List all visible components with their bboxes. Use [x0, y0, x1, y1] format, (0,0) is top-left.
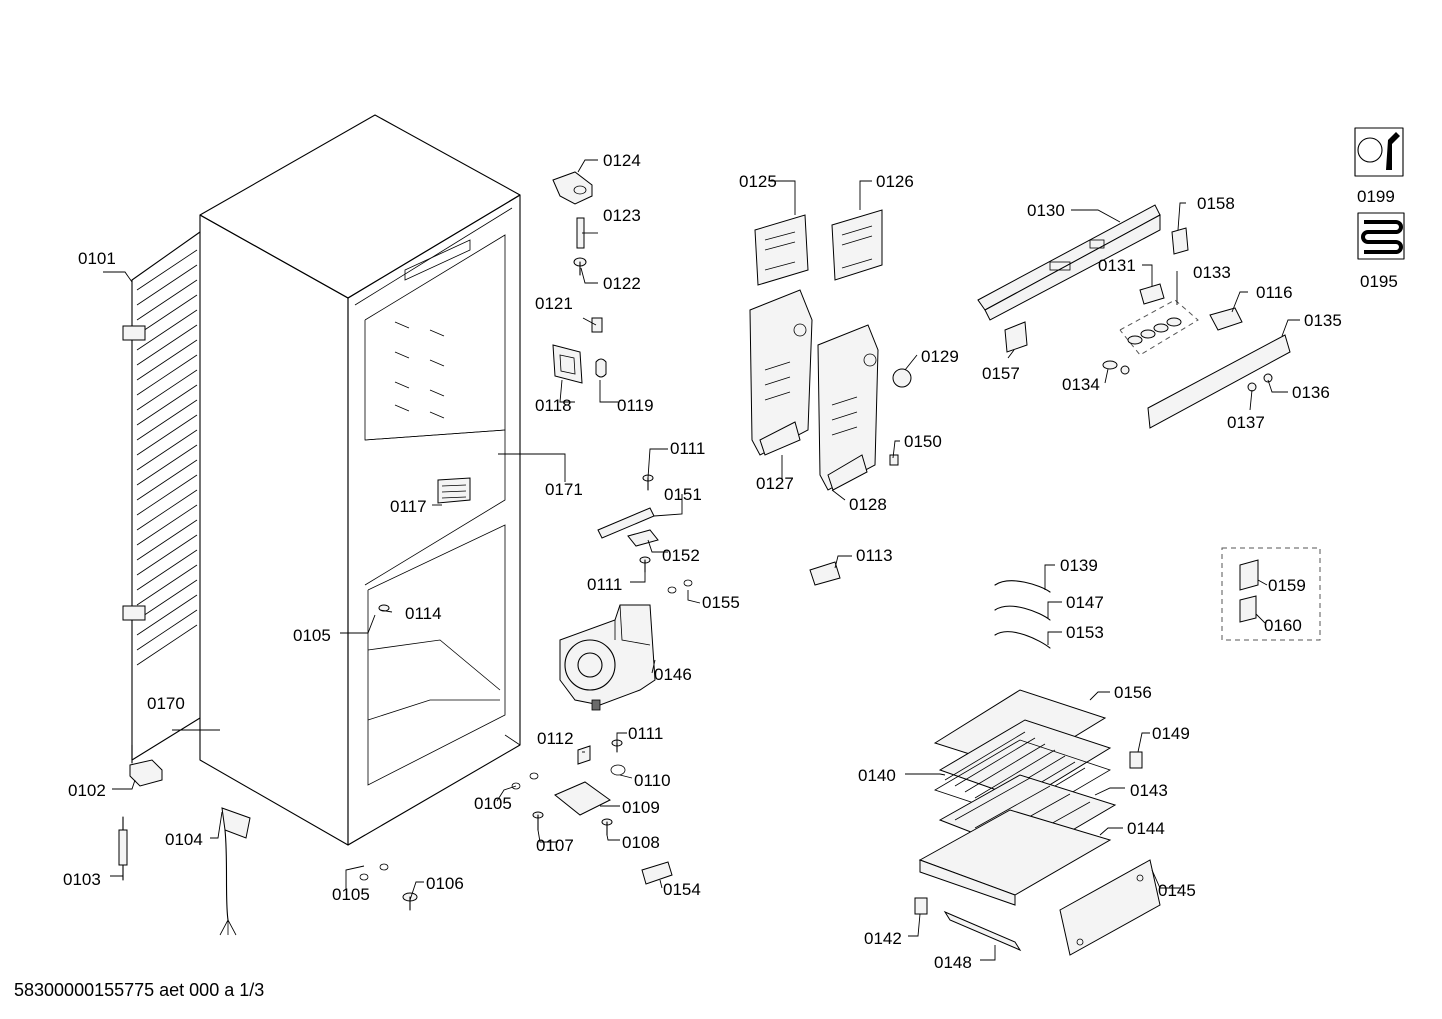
part-label-0101: 0101	[78, 249, 116, 268]
part-label-0144: 0144	[1127, 819, 1165, 838]
switch-part-0113	[809, 561, 841, 586]
part-label-0114: 0114	[405, 604, 442, 623]
condenser-coil	[122, 231, 201, 761]
part-label-0157: 0157	[982, 364, 1020, 383]
part-label-0108: 0108	[622, 833, 660, 852]
evaporator-assembly	[918, 689, 1161, 956]
part-label-0104: 0104	[165, 830, 203, 849]
cabinet-body	[199, 114, 521, 846]
part-label-0103: 0103	[63, 870, 101, 889]
part-label-0113: 0113	[856, 546, 893, 565]
part-label-0142: 0142	[864, 929, 902, 948]
filter-dryer-part	[129, 744, 163, 787]
part-label-0199: 0199	[1357, 187, 1395, 206]
part-label-0140: 0140	[858, 766, 896, 785]
leader-lines	[103, 159, 1300, 961]
part-label-0170: 0170	[147, 694, 185, 713]
part-label-0123: 0123	[603, 206, 641, 225]
lamp-parts	[552, 317, 607, 384]
part-label-0133: 0133	[1193, 263, 1231, 282]
part-label-0171: 0171	[545, 480, 583, 499]
part-label-0112: 0112	[537, 729, 574, 748]
thermostat-knob	[889, 368, 912, 466]
part-label-0156: 0156	[1114, 683, 1152, 702]
hinge-parts	[552, 171, 593, 276]
part-label-0130: 0130	[1027, 201, 1065, 220]
part-label-0110: 0110	[634, 771, 671, 790]
accessory-box	[1221, 547, 1321, 641]
part-label-0105: 0105	[332, 885, 370, 904]
foot-pad-part	[641, 861, 673, 885]
part-label-0102: 0102	[68, 781, 106, 800]
part-label-0131: 0131	[1098, 256, 1136, 275]
part-label-0146: 0146	[654, 665, 692, 684]
door-hinge-bracket	[597, 474, 693, 594]
small-evaporator-parts	[914, 751, 1143, 952]
lower-hinge-parts	[532, 739, 626, 836]
switch-part-0116	[1209, 307, 1243, 331]
part-label-0117: 0117	[390, 497, 427, 516]
part-label-0139: 0139	[1060, 556, 1098, 575]
part-label-0105: 0105	[474, 794, 512, 813]
part-label-0111: 0111	[587, 575, 622, 594]
part-label-0134: 0134	[1062, 375, 1100, 394]
led-lamps	[1102, 299, 1199, 375]
part-label-0136: 0136	[1292, 383, 1330, 402]
part-label-0107: 0107	[536, 836, 574, 855]
part-label-0124: 0124	[603, 151, 641, 170]
part-label-0158: 0158	[1197, 194, 1235, 213]
part-label-0126: 0126	[876, 172, 914, 191]
part-label-0145: 0145	[1158, 881, 1196, 900]
part-label-0195: 0195	[1360, 272, 1398, 291]
part-label-0106: 0106	[426, 874, 464, 893]
part-label-0159: 0159	[1268, 576, 1306, 595]
part-label-0125: 0125	[739, 172, 777, 191]
part-label-0155: 0155	[702, 593, 740, 612]
part-label-0118: 0118	[535, 396, 572, 415]
connector-parts	[1004, 227, 1189, 353]
part-label-0119: 0119	[617, 396, 654, 415]
power-cord-part	[219, 807, 251, 936]
part-label-0149: 0149	[1152, 724, 1190, 743]
part-label-0111: 0111	[628, 724, 663, 743]
part-label-0105: 0105	[293, 626, 331, 645]
part-label-0153: 0153	[1066, 623, 1104, 642]
part-label-0147: 0147	[1066, 593, 1104, 612]
tools-wrench-icon	[1354, 127, 1404, 177]
part-label-0121: 0121	[535, 294, 573, 313]
document-id-footer: 58300000155775 aet 000 a 1/3	[14, 980, 265, 1000]
washer-parts	[359, 772, 539, 881]
light-cover-strip	[1147, 334, 1291, 429]
heating-coil-icon	[1357, 212, 1405, 260]
control-panels	[754, 209, 883, 286]
screw-part-0106	[402, 892, 418, 911]
part-label-0109: 0109	[622, 798, 660, 817]
part-label-0154: 0154	[663, 880, 701, 899]
part-label-0150: 0150	[904, 432, 942, 451]
part-label-0151: 0151	[664, 485, 702, 504]
control-rail	[977, 204, 1161, 321]
part-label-0137: 0137	[1227, 413, 1265, 432]
part-label-0160: 0160	[1264, 616, 1302, 635]
air-ducts	[749, 289, 879, 491]
part-label-0135: 0135	[1304, 311, 1342, 330]
part-label-0127: 0127	[756, 474, 794, 493]
sensor-cables	[994, 580, 1051, 649]
fan-housing	[559, 604, 656, 711]
part-label-0129: 0129	[921, 347, 959, 366]
part-label-0128: 0128	[849, 495, 887, 514]
part-labels: 0101 0102 0103 0104 0105 0105 0105 0106 …	[63, 151, 1398, 972]
part-label-0111: 0111	[670, 439, 705, 458]
part-label-0143: 0143	[1130, 781, 1168, 800]
part-label-0116: 0116	[1256, 283, 1293, 302]
part-label-0122: 0122	[603, 274, 641, 293]
part-label-0152: 0152	[662, 546, 700, 565]
part-label-0148: 0148	[934, 953, 972, 972]
